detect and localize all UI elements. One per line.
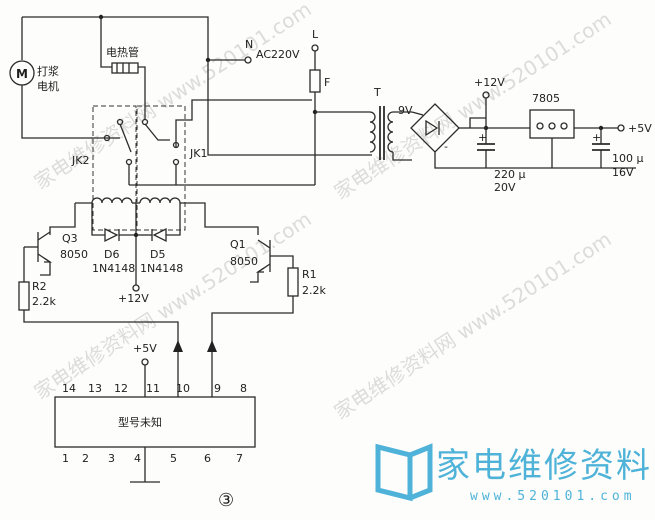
label-l: L <box>312 28 319 41</box>
ic-pin-7: 7 <box>236 452 243 465</box>
site-logo: 家电维修资料网 www.520101.com <box>375 443 655 504</box>
transformer: T 9V <box>369 86 413 161</box>
label-q3: Q3 <box>62 232 78 245</box>
label-ac: AC220V <box>256 48 300 61</box>
regulator-7805 <box>529 109 575 139</box>
bridge-minus: - <box>444 140 448 153</box>
label-d5-type: 1N4148 <box>140 262 183 275</box>
ic-pin-1: 1 <box>62 452 69 465</box>
terminal-l <box>311 44 319 52</box>
resistor-r1 <box>287 267 299 297</box>
label-7805: 7805 <box>532 92 560 105</box>
watermark-text-4: 家电维修资料网 www.520101.com <box>330 227 616 424</box>
motor-letter: M <box>16 67 28 81</box>
ic-pin-4: 4 <box>134 452 141 465</box>
watermark-text-2: 家电维修资料网 www.520101.com <box>330 7 616 204</box>
ic-pin-3: 3 <box>108 452 115 465</box>
ic-pin-5: 5 <box>170 452 177 465</box>
terminal-5v <box>617 124 625 132</box>
relay-jk2-outline <box>92 105 137 231</box>
figure-number: ③ <box>218 490 234 511</box>
logo-url: www.520101.com <box>470 489 636 504</box>
q3-stage: Q3 8050 R2 2.2k <box>18 231 179 350</box>
heater-element <box>111 62 139 74</box>
label-q3-type: 8050 <box>60 248 88 261</box>
relay-jk2-label: JK2 <box>71 154 89 167</box>
cap1-value: 220 μ <box>494 168 526 181</box>
cap1-plus: + <box>478 131 487 144</box>
ic-pin-14: 14 <box>62 382 76 395</box>
label-12v: +12V <box>474 76 505 89</box>
coil-jk2 <box>91 197 133 204</box>
cap1-voltage: 20V <box>494 181 516 194</box>
label-5v-out: +5V <box>628 122 652 135</box>
coil-jk1 <box>139 197 181 204</box>
arrow-pin9 <box>207 340 217 352</box>
coil-driver: +12V D6 1N4148 D5 1N4148 <box>49 197 259 305</box>
terminal-n <box>244 56 252 64</box>
cap2-voltage: 16V <box>612 166 634 179</box>
ic-pin-8: 8 <box>240 382 247 395</box>
label-transformer: T <box>373 86 381 99</box>
label-q1: Q1 <box>230 238 246 251</box>
logo-text: 家电维修资料网 <box>436 446 655 486</box>
label-r2-value: 2.2k <box>32 295 56 308</box>
relay-section: JK2 JK1 <box>71 99 315 231</box>
label-12v-bottom: +12V <box>118 292 149 305</box>
ic-pin-6: 6 <box>204 452 211 465</box>
label-5v-ic: +5V <box>133 342 157 355</box>
label-n: N <box>245 38 253 51</box>
label-d6-type: 1N4148 <box>92 262 135 275</box>
ic-pin-12: 12 <box>114 382 128 395</box>
fuse <box>309 69 321 93</box>
ic-pin-2: 2 <box>82 452 89 465</box>
arrow-pin10 <box>173 340 183 352</box>
ic-pin-9: 9 <box>214 382 221 395</box>
label-d6: D6 <box>104 248 119 261</box>
diode-d5 <box>151 227 167 243</box>
terminal-12v-bottom <box>132 284 140 292</box>
terminal-5v-ic <box>141 358 149 366</box>
ic-body <box>54 396 256 448</box>
cap2-value: 100 μ <box>612 152 644 165</box>
label-r2: R2 <box>32 280 47 293</box>
motor-label-1: 打浆 <box>37 64 59 78</box>
motor-label-2: 电机 <box>37 79 59 93</box>
ac-input: N AC220V L F <box>205 28 372 185</box>
label-9v: 9V <box>398 104 413 117</box>
ic-name: 型号未知 <box>118 415 162 429</box>
cap2-plus: + <box>592 131 601 144</box>
label-q1-type: 8050 <box>230 255 258 268</box>
label-fuse: F <box>324 76 330 89</box>
resistor-r2 <box>18 281 30 311</box>
bridge-rectifier: - <box>410 103 636 169</box>
label-r1: R1 <box>302 268 317 281</box>
label-r1-value: 2.2k <box>302 284 326 297</box>
diode-d6 <box>104 227 120 243</box>
ic-pin-10: 10 <box>176 382 190 395</box>
label-d5: D5 <box>150 248 165 261</box>
q1-stage: Q1 8050 R1 2.2k <box>211 238 326 350</box>
controller-ic: +5V 型号未知 14 13 12 11 10 9 8 1 2 3 4 5 6 … <box>54 340 256 511</box>
ic-pin-13: 13 <box>88 382 102 395</box>
power-supply: +12V + 220 μ 20V 7805 +5V + 100 μ 16V <box>469 76 652 194</box>
heater-label: 电热管 <box>106 45 139 59</box>
ic-pin-11: 11 <box>146 382 160 395</box>
relay-jk1-label: JK1 <box>189 147 207 160</box>
book-icon <box>375 443 433 502</box>
relay-jk1-outline <box>136 105 186 231</box>
